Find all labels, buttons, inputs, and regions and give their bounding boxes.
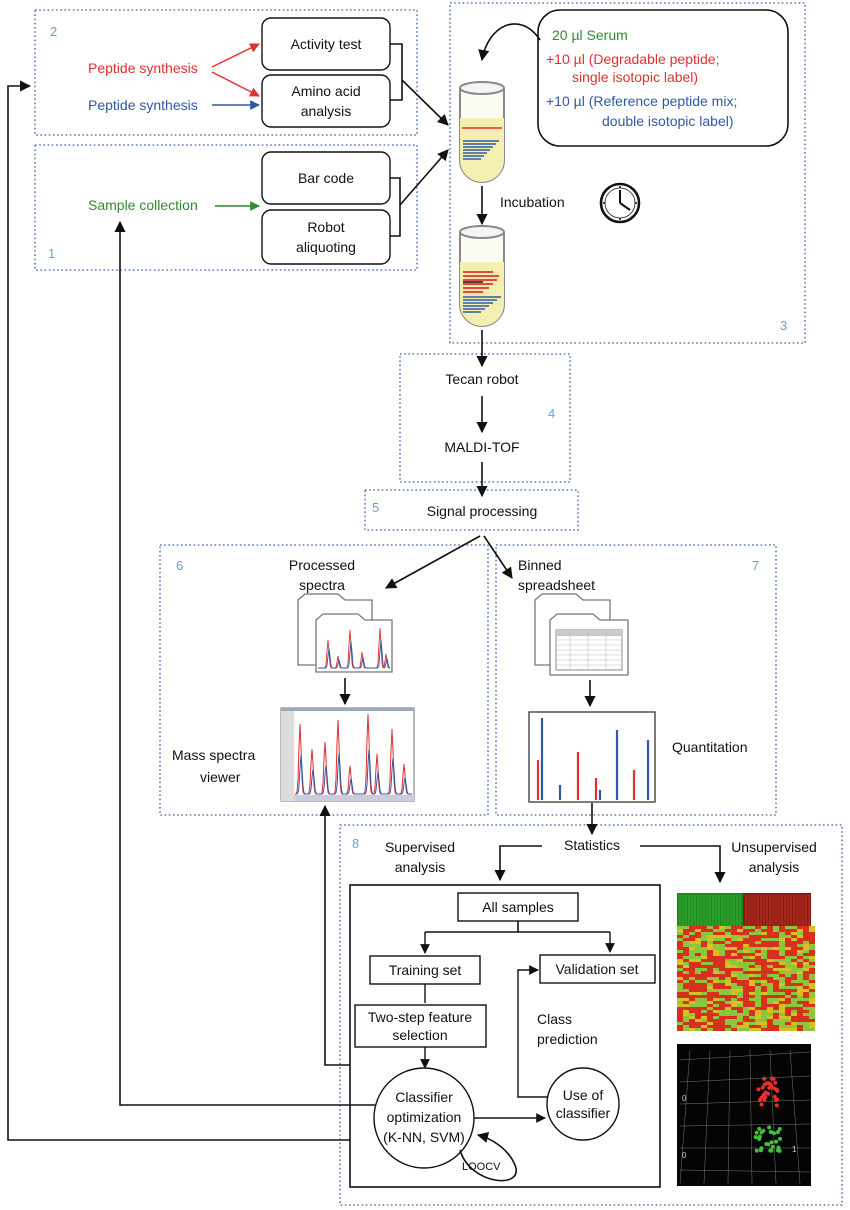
use-of-classifier-circle	[546, 1067, 620, 1141]
binned-spreadsheet-label-2: spreadsheet	[518, 577, 595, 593]
reagent-box	[537, 9, 789, 147]
processed-spectra-label-1: Processed	[289, 557, 355, 573]
arrow-stats-to-unsupervised	[640, 845, 726, 884]
supervised-analysis-label-1: Supervised	[385, 839, 455, 855]
spreadsheet-folder-icon	[534, 593, 629, 676]
arrow-red-amino	[211, 71, 260, 97]
arrow-red-activity	[211, 43, 260, 68]
statistics-label: Statistics	[564, 837, 620, 853]
training-set-label: Training set	[389, 962, 462, 978]
validation-set-label: Validation set	[555, 961, 638, 977]
panel-number-5: 5	[372, 500, 379, 515]
panel-2-border	[34, 9, 418, 136]
unsupervised-analysis-label-1: Unsupervised	[731, 839, 817, 855]
all-samples-label: All samples	[482, 899, 554, 915]
incubation-label: Incubation	[500, 194, 565, 210]
panel-number-4: 4	[548, 406, 555, 421]
validation-set-box	[539, 954, 656, 984]
scatter-axis-label-0a: 0	[682, 1094, 687, 1103]
bracket-panel1	[390, 177, 401, 237]
arrow-panel2-to-tube	[401, 79, 449, 126]
maldi-tof-label: MALDI-TOF	[444, 439, 519, 455]
reference-label-1: +10 µl (Reference peptide mix;	[546, 93, 737, 109]
use-of-classifier-label-2: classifier	[556, 1105, 611, 1121]
class-prediction-label-1: Class	[537, 1011, 572, 1027]
unsupervised-analysis-label-2: analysis	[749, 859, 800, 875]
scatter-axis-label-0b: 0	[682, 1151, 687, 1160]
scatter-3d-image: 0 0 1	[677, 1044, 811, 1186]
feature-selection-box	[354, 1004, 487, 1048]
quantitation-bar-chart	[528, 711, 656, 803]
panel-number-7: 7	[752, 558, 759, 573]
scatter-axis-label-1: 1	[792, 1145, 797, 1154]
reference-label-2: double isotopic label)	[602, 113, 734, 129]
arrow-stats-to-supervised	[494, 845, 542, 882]
signal-processing-label: Signal processing	[427, 503, 538, 519]
arrow-use-to-validation	[517, 965, 548, 1098]
degradable-label-1: +10 µl (Degradable peptide;	[546, 51, 719, 67]
split-all-samples	[425, 921, 610, 933]
bracket-panel2	[390, 43, 403, 101]
panel-6-border	[159, 544, 489, 816]
feature-selection-label-1: Two-step feature	[368, 1009, 472, 1025]
amino-acid-box	[261, 74, 391, 128]
training-set-box	[369, 955, 481, 985]
panel-number-3: 3	[780, 318, 787, 333]
use-of-classifier-label-1: Use of	[563, 1087, 604, 1103]
degradable-label-2: single isotopic label)	[572, 69, 698, 85]
panel-7-border	[495, 544, 777, 816]
peptide-synthesis-red-label: Peptide synthesis	[88, 60, 198, 76]
classifier-label-1: Classifier	[395, 1089, 453, 1105]
robot-label-1: Robot	[307, 219, 344, 235]
classifier-label-2: optimization	[387, 1109, 462, 1125]
mass-spectra-viewer-label-1: Mass spectra	[172, 747, 255, 763]
arrow-panel1-to-tube	[399, 149, 449, 206]
arrow-signal-to-spreadsheet	[483, 535, 513, 579]
amino-acid-label-1: Amino acid	[291, 83, 360, 99]
panel-number-2: 2	[50, 24, 57, 39]
panel-number-6: 6	[176, 558, 183, 573]
panel-number-8: 8	[352, 836, 359, 851]
bar-code-label: Bar code	[298, 170, 354, 186]
feature-selection-label-2: selection	[392, 1027, 447, 1043]
mass-spectra-viewer-window	[280, 707, 415, 802]
heatmap-image	[677, 893, 815, 1031]
panel-4-border	[399, 353, 571, 483]
curved-arrow-to-tube	[478, 23, 541, 62]
feedback-to-sample-collection	[114, 220, 375, 1106]
amino-acid-label-2: analysis	[301, 103, 352, 119]
classifier-label-3: (K-NN, SVM)	[383, 1129, 465, 1145]
feedback-to-peptide-synthesis	[7, 80, 350, 1141]
panel-1-border	[34, 144, 418, 271]
panel-3-border	[449, 2, 806, 344]
panel-number-1: 1	[48, 246, 55, 261]
binned-spreadsheet-label-1: Binned	[518, 557, 562, 573]
sample-collection-label: Sample collection	[88, 197, 198, 213]
robot-aliquoting-box	[261, 209, 391, 265]
peptide-synthesis-blue-label: Peptide synthesis	[88, 97, 198, 113]
class-prediction-label-2: prediction	[537, 1031, 598, 1047]
clock-icon	[599, 182, 641, 224]
test-tube-1	[459, 81, 505, 183]
test-tube-2	[459, 225, 505, 327]
feedback-to-viewer	[319, 804, 350, 1066]
serum-label: 20 µl Serum	[552, 27, 628, 43]
mass-spectra-viewer-label-2: viewer	[200, 769, 241, 785]
quantitation-label: Quantitation	[672, 739, 748, 755]
activity-test-label: Activity test	[291, 36, 362, 52]
processed-spectra-label-2: spectra	[299, 577, 345, 593]
supervised-analysis-label-2: analysis	[395, 859, 446, 875]
spectra-folder-icon	[297, 593, 393, 673]
arrow-signal-to-spectra	[385, 535, 481, 589]
robot-label-2: aliquoting	[296, 239, 356, 255]
panel-5-border	[364, 489, 579, 531]
loocv-label: LOOCV	[462, 1161, 501, 1173]
tecan-robot-label: Tecan robot	[445, 371, 518, 387]
loocv-loop-arrow	[459, 1132, 517, 1182]
